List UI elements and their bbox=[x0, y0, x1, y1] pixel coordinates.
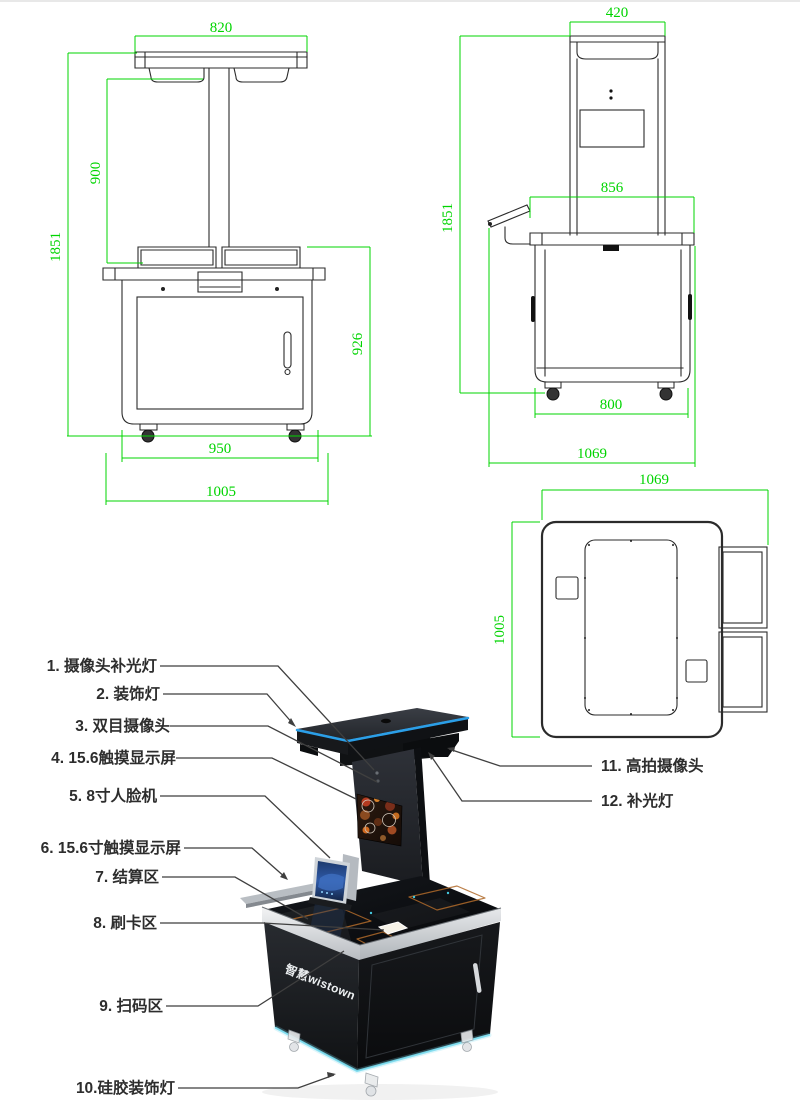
leader-6 bbox=[184, 847, 287, 879]
page-edge-line bbox=[0, 0, 800, 2]
front-column bbox=[208, 67, 230, 248]
leader-9 bbox=[166, 950, 345, 1007]
front-right-lamp bbox=[233, 67, 290, 83]
callout-labels: 1. 摄像头补光灯 2. 装饰灯 3. 双目摄像头 4. 15.6触摸显示屏 5… bbox=[41, 656, 704, 1097]
leader-10 bbox=[178, 1074, 335, 1089]
cabinet-handle bbox=[472, 963, 482, 993]
leader-7 bbox=[162, 876, 309, 920]
callout-label-7: 7. 结算区 bbox=[95, 867, 159, 886]
front-view-details bbox=[139, 287, 305, 443]
leader-1 bbox=[160, 665, 375, 771]
checkout-zone-outline bbox=[408, 885, 486, 911]
side-view-outline bbox=[487, 35, 695, 383]
callout-label-10: 10.硅胶装饰灯 bbox=[76, 1078, 176, 1097]
tabletop-glass bbox=[263, 876, 500, 947]
top-view-dots bbox=[584, 540, 678, 715]
front-cabinet bbox=[121, 279, 313, 425]
customer-screen-edge bbox=[246, 889, 321, 908]
floor-shadow bbox=[262, 1084, 498, 1100]
callout-lines bbox=[160, 665, 592, 1089]
dim-front-total-height: 1851 bbox=[48, 232, 64, 262]
dim-side-wheel-span: 800 bbox=[600, 397, 623, 413]
tablet-base bbox=[308, 897, 352, 911]
side-casters bbox=[544, 381, 675, 401]
callout-label-5: 5. 8寸人脸机 bbox=[69, 786, 157, 805]
callout-arrowheads bbox=[280, 718, 455, 1078]
front-view: 820 900 1851 926 950 1005 bbox=[48, 20, 372, 505]
camera-fill-light-dot bbox=[375, 771, 379, 775]
top-right-cutout bbox=[685, 659, 708, 683]
canopy-underside-left bbox=[300, 744, 318, 756]
leader-11 bbox=[448, 748, 592, 767]
leader-5 bbox=[160, 795, 331, 859]
product-render: 智慧wistown bbox=[240, 708, 502, 1100]
callout-label-9: 9. 扫码区 bbox=[99, 996, 163, 1015]
dim-top-width: 1069 bbox=[639, 472, 669, 488]
customer-screen-top bbox=[240, 883, 321, 904]
side-angled-screen bbox=[487, 204, 531, 228]
front-screen-left bbox=[137, 246, 217, 269]
card-swipe-pad bbox=[377, 921, 409, 935]
side-dimension-text: 420 1851 856 800 1069 bbox=[440, 5, 628, 462]
side-head-screen bbox=[579, 109, 645, 148]
front-view-outline bbox=[102, 51, 326, 425]
side-dimension-lines bbox=[459, 21, 696, 467]
callout-label-6: 6. 15.6寸触摸显示屏 bbox=[41, 838, 181, 857]
dim-side-top-depth: 420 bbox=[606, 5, 629, 21]
front-left-lamp bbox=[148, 67, 205, 83]
table-edge-band-right bbox=[360, 908, 501, 961]
product-casters bbox=[287, 1029, 474, 1097]
callout-label-8: 8. 刷卡区 bbox=[93, 913, 157, 932]
dim-side-total-depth: 1069 bbox=[577, 446, 607, 462]
dim-top-depth: 1005 bbox=[492, 615, 508, 645]
front-door-handle bbox=[283, 331, 292, 369]
top-left-cutout bbox=[555, 576, 579, 600]
top-screen-upper bbox=[718, 546, 768, 629]
top-screen-lower bbox=[718, 631, 768, 713]
leader-3 bbox=[170, 725, 378, 783]
leader-2 bbox=[163, 693, 295, 726]
table-edge-band-left bbox=[262, 907, 360, 961]
front-dimension-lines bbox=[67, 35, 372, 505]
top-dimension-text: 1069 1005 bbox=[492, 472, 669, 645]
canopy-hole bbox=[381, 718, 391, 724]
top-dimension-lines bbox=[511, 489, 769, 738]
callout-label-12: 12. 补光灯 bbox=[601, 791, 674, 810]
tabletop-cyan-marks bbox=[369, 891, 450, 915]
ad-screen-food-graphics bbox=[360, 796, 400, 841]
front-cabinet-door bbox=[136, 296, 304, 410]
dim-front-cabinet-width: 950 bbox=[209, 441, 232, 457]
cabinet-door-outline bbox=[365, 934, 483, 1059]
dim-front-cabinet-height: 926 bbox=[350, 332, 366, 355]
callout-label-3: 3. 双目摄像头 bbox=[75, 716, 170, 735]
leader-12 bbox=[428, 752, 592, 802]
top-table-body bbox=[540, 520, 724, 739]
top-inner-panel bbox=[584, 539, 678, 716]
callout-label-4: 4. 15.6触摸显示屏 bbox=[51, 748, 176, 767]
front-casters bbox=[139, 423, 305, 443]
side-view-details bbox=[531, 89, 692, 401]
front-dimension-text: 820 900 1851 926 950 1005 bbox=[48, 20, 366, 500]
canopy-face-right bbox=[348, 718, 468, 755]
leader-8 bbox=[160, 922, 385, 931]
silicone-glow-strip bbox=[275, 1027, 490, 1073]
column-side bbox=[414, 747, 430, 886]
dim-side-table-depth: 856 bbox=[601, 180, 624, 196]
callout-label-2: 2. 装饰灯 bbox=[96, 684, 160, 703]
canopy-face-left bbox=[297, 730, 348, 755]
dim-front-base-width: 1005 bbox=[206, 484, 236, 500]
side-cabinet bbox=[534, 244, 691, 383]
top-view-outline bbox=[540, 520, 768, 739]
callout-label-11: 11. 高拍摄像头 bbox=[601, 756, 704, 775]
binocular-camera-dot bbox=[376, 779, 380, 783]
side-view: 420 1851 856 800 1069 bbox=[440, 5, 696, 467]
dim-front-top-width: 820 bbox=[210, 20, 233, 36]
dim-front-pole-height: 900 bbox=[88, 162, 104, 185]
front-screen-right bbox=[221, 246, 301, 269]
dim-side-total-height: 1851 bbox=[440, 203, 456, 233]
callout-label-1: 1. 摄像头补光灯 bbox=[47, 656, 158, 675]
top-view: 1069 1005 bbox=[492, 472, 769, 739]
leader-4 bbox=[176, 757, 357, 800]
